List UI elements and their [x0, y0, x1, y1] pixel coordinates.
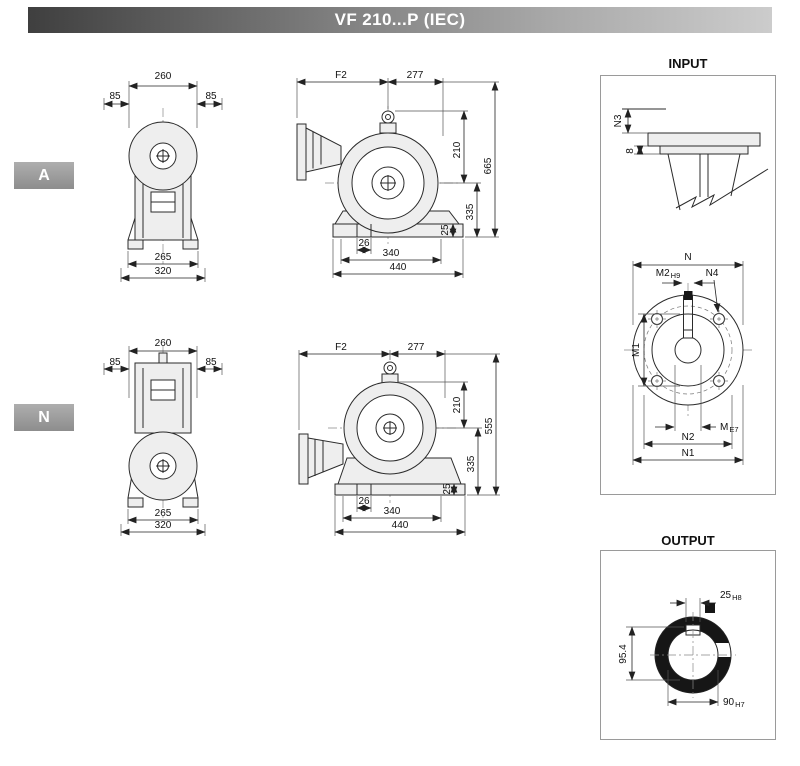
dim-input-m-e7: ME7: [720, 422, 739, 434]
input-flange-face-outline: [624, 283, 752, 419]
dim-input-n4: N4: [706, 268, 719, 279]
dim-a-side-25: 25: [440, 224, 451, 236]
dim-n-front-base-width: 320: [155, 520, 172, 531]
dim-n-side-f2: F2: [335, 342, 347, 353]
dim-n-side-555: 555: [484, 417, 495, 434]
input-shaft-section-dimensions: N3 8: [613, 108, 660, 155]
dim-n-side-210: 210: [452, 396, 463, 413]
dim-n-side-335: 335: [466, 455, 477, 472]
dim-a-side-26: 26: [358, 238, 370, 249]
gearbox-front-a-dimensions: 260 85 85 265 320: [103, 71, 223, 282]
gearbox-front-n-dimensions: 260 85 85 265 320: [103, 338, 223, 536]
dim-n-front-width-top: 260: [155, 338, 172, 349]
dim-input-n2: N2: [682, 432, 695, 443]
dim-n-front-offset-right: 85: [205, 357, 217, 368]
dim-a-front-offset-right: 85: [205, 91, 217, 102]
dim-n-front-offset-left: 85: [109, 357, 121, 368]
gearbox-side-n-dimensions: F2 277 210 335 555 26 340 440: [298, 342, 500, 536]
dim-n-side-25: 25: [442, 483, 453, 495]
dim-input-n3: N3: [613, 114, 624, 127]
version-a-text: A: [38, 166, 50, 184]
output-drawing: 25H8 95.4 90H7: [618, 590, 745, 709]
dim-a-front-width-top: 260: [155, 71, 172, 82]
dim-a-side-f2: F2: [335, 70, 347, 81]
dim-a-side-665: 665: [483, 157, 494, 174]
dim-a-side-340: 340: [383, 248, 400, 259]
output-section-title: OUTPUT: [661, 533, 715, 548]
dim-input-m2-h9: M2H9: [656, 268, 681, 280]
dim-n-side-277: 277: [408, 342, 425, 353]
dim-n-side-440: 440: [392, 520, 409, 531]
dim-output-90-h7: 90H7: [723, 697, 745, 709]
version-label-a: A: [14, 162, 74, 189]
dim-output-95-4: 95.4: [618, 644, 629, 664]
dim-input-n: N: [684, 252, 691, 263]
dim-a-side-335: 335: [465, 203, 476, 220]
input-drawing: N3 8 N M2H9 N4: [613, 108, 769, 465]
gearbox-front-a-outline: [127, 108, 199, 264]
dim-output-25-h8: 25H8: [720, 590, 742, 602]
dim-a-front-base-width: 320: [155, 266, 172, 277]
version-label-n: N: [14, 404, 74, 431]
dim-a-front-offset-left: 85: [109, 91, 121, 102]
dim-input-8: 8: [625, 148, 636, 154]
version-n-text: N: [38, 408, 50, 426]
dim-a-side-277: 277: [407, 70, 424, 81]
dim-n-side-26: 26: [358, 496, 370, 507]
input-shaft-section-outline: [622, 108, 769, 211]
dim-n-side-340: 340: [384, 506, 401, 517]
page-header: VF 210...P (IEC): [28, 7, 772, 33]
gearbox-side-a-outline: [296, 106, 464, 244]
input-flange-face-dimensions: N M2H9 N4 M1 ME7 N2 N1: [631, 252, 744, 465]
gearbox-side-a-dimensions: F2 277 210 335 665 26 340 440: [296, 70, 499, 278]
dim-n-front-foot-span: 265: [155, 508, 172, 519]
view-a-side-drawing: F2 277 210 335 665 26 340 440: [296, 70, 499, 278]
page-title: VF 210...P (IEC): [334, 10, 466, 29]
dim-a-side-440: 440: [390, 262, 407, 273]
dim-input-n1: N1: [682, 448, 695, 459]
view-n-front-drawing: 260 85 85 265 320: [103, 338, 223, 536]
view-a-front-drawing: 260 85 85 265 320: [103, 71, 223, 282]
view-n-side-drawing: F2 277 210 335 555 26 340 440: [298, 342, 500, 536]
dim-a-side-210: 210: [452, 141, 463, 158]
input-section-title: INPUT: [668, 56, 708, 71]
gearbox-front-n-outline: [127, 346, 199, 518]
output-bore-dimensions: 25H8 95.4 90H7: [618, 590, 745, 709]
dim-input-m1: M1: [631, 343, 642, 357]
gearbox-side-n-outline: [298, 361, 466, 503]
dim-a-front-foot-span: 265: [155, 252, 172, 263]
output-bore-outline: [650, 603, 737, 698]
